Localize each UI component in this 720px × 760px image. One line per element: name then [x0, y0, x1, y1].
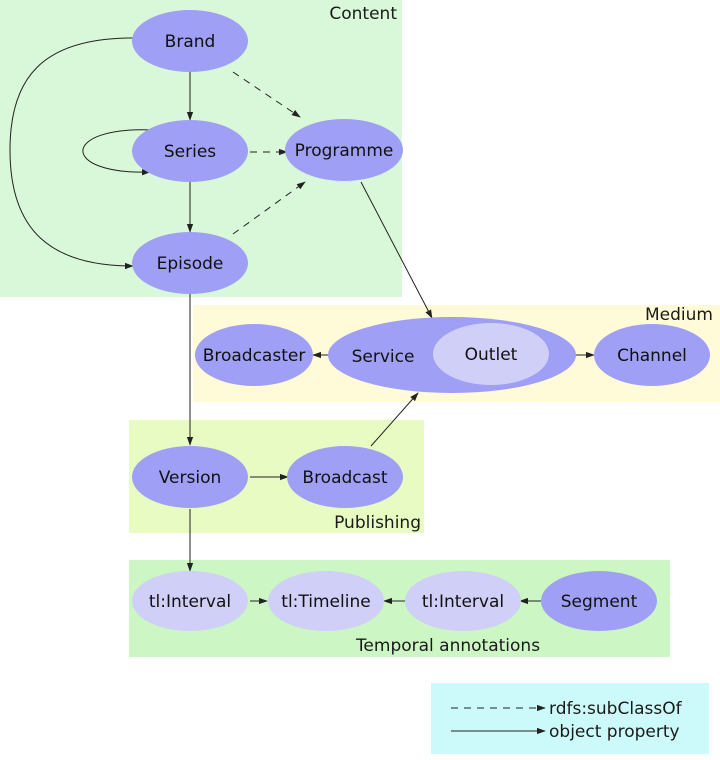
node-broadcaster-label: Broadcaster	[203, 346, 306, 366]
edge-series-loop	[82, 129, 154, 176]
edge-brand-programme	[232, 71, 301, 118]
legend-subclass-label: rdfs:subClassOf	[549, 699, 683, 719]
node-interval-right-label: tl:Interval	[422, 592, 504, 612]
edge-brand-episode	[9, 37, 134, 270]
node-episode: Episode	[132, 232, 248, 294]
edge-programme-service	[360, 181, 433, 319]
node-version: Version	[132, 446, 248, 508]
node-brand-label: Brand	[165, 32, 216, 52]
node-series: Series	[132, 120, 248, 182]
node-version-label: Version	[159, 468, 222, 488]
node-brand: Brand	[132, 10, 248, 72]
edge-broadcast-service	[370, 392, 419, 447]
node-outlet-label: Outlet	[465, 345, 518, 365]
node-interval-left: tl:Interval	[132, 571, 248, 631]
node-service-label: Service	[352, 347, 415, 367]
temporal-group-label: Temporal annotations	[355, 636, 540, 656]
node-interval-right: tl:Interval	[405, 571, 521, 631]
node-channel-label: Channel	[617, 346, 687, 366]
node-segment-label: Segment	[561, 592, 638, 612]
node-programme-label: Programme	[295, 141, 394, 161]
node-broadcaster: Broadcaster	[195, 324, 313, 386]
node-interval-left-label: tl:Interval	[149, 592, 231, 612]
content-group-label: Content	[329, 4, 397, 24]
node-channel: Channel	[594, 324, 710, 386]
node-broadcast-label: Broadcast	[302, 468, 388, 488]
legend-property-label: object property	[549, 722, 680, 742]
node-timeline: tl:Timeline	[268, 571, 384, 631]
node-timeline-label: tl:Timeline	[281, 592, 370, 612]
node-segment: Segment	[541, 571, 657, 631]
legend-box	[431, 683, 709, 754]
publishing-group-label: Publishing	[334, 513, 421, 533]
node-outlet: Outlet	[433, 323, 549, 385]
edge-episode-programme	[232, 181, 306, 235]
node-episode-label: Episode	[157, 254, 224, 274]
node-programme: Programme	[285, 119, 403, 181]
node-broadcast: Broadcast	[287, 446, 403, 508]
medium-group-label: Medium	[645, 305, 713, 325]
node-series-label: Series	[164, 142, 216, 162]
